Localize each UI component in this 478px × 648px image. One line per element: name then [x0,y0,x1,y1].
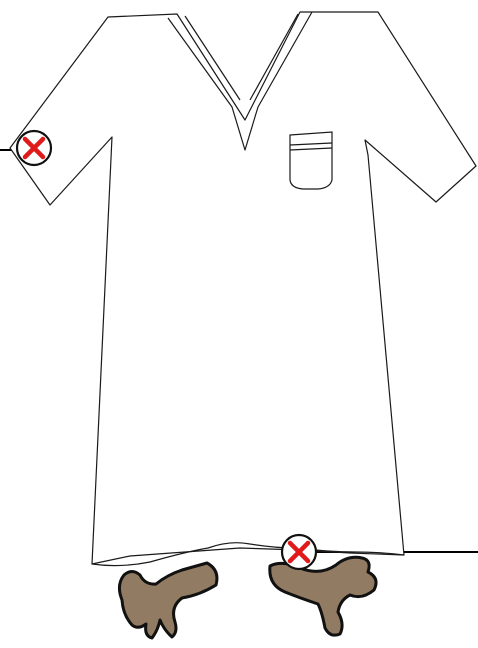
gown-neckline-inner [184,13,299,101]
hem-marker [280,533,318,571]
red-x-cross-icon [287,540,311,564]
chest-pocket-hem [289,142,333,146]
right-foot [268,555,378,637]
sleeve-marker [15,129,53,167]
gown-hem [91,542,405,567]
gown-neckline [167,11,313,151]
chest-pocket [289,131,333,190]
left-foot [117,561,219,640]
gown-body [9,11,477,565]
red-x-cross-icon [22,136,46,160]
chest-pocket-hem-2 [289,147,333,151]
